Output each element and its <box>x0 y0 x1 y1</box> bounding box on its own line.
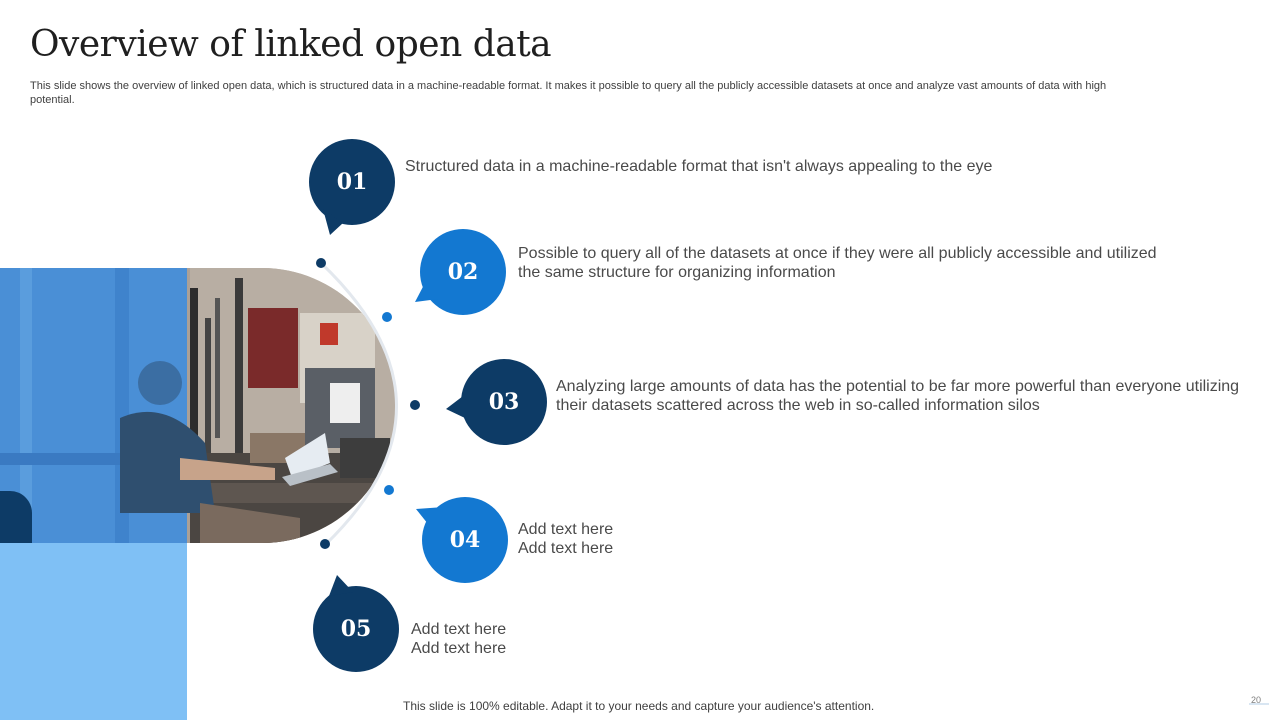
step-bubble-05: 05 <box>313 575 399 672</box>
page-number-underline <box>1249 703 1269 705</box>
step-text-line: Add text here <box>518 540 614 557</box>
slide-subtitle: This slide shows the overview of linked … <box>30 80 1107 106</box>
step-bubble-03: 03 <box>446 359 547 445</box>
speech-bubble-icon <box>415 229 506 315</box>
workshop-photo <box>0 268 400 543</box>
timeline-dot <box>410 400 420 410</box>
step-bubble-02: 02 <box>415 229 506 315</box>
dark-tab-accent <box>0 491 32 543</box>
step-text-05: Add text here Add text here <box>411 620 506 658</box>
step-text-04: Add text here Add text here <box>518 520 613 558</box>
step-text-line: Add text here <box>518 521 614 538</box>
speech-bubble-icon <box>309 139 395 235</box>
step-number: 05 <box>340 616 372 642</box>
step-text-line: Analyzing large amounts of data has the … <box>556 378 1240 395</box>
step-text-02: Possible to query all of the datasets at… <box>518 244 1157 282</box>
speech-bubble-icon <box>313 575 399 672</box>
step-bubble-01: 01 <box>309 139 395 235</box>
speech-bubble-icon <box>446 359 547 445</box>
step-number: 01 <box>336 169 368 195</box>
step-text-line: the same structure for organizing inform… <box>518 264 836 281</box>
step-text-line: Structured data in a machine-readable fo… <box>405 158 993 175</box>
page-number: 20 <box>1251 695 1262 705</box>
slide-footer: This slide is 100% editable. Adapt it to… <box>403 699 875 713</box>
timeline-dot <box>384 485 394 495</box>
step-text-line: Possible to query all of the datasets at… <box>518 245 1157 262</box>
step-number: 02 <box>447 259 479 285</box>
step-number: 04 <box>449 527 481 553</box>
step-text-line: Add text here <box>411 640 507 657</box>
step-text-03: Analyzing large amounts of data has the … <box>556 377 1239 415</box>
step-text-line: their datasets scattered across the web … <box>556 397 1040 414</box>
timeline-dot <box>316 258 326 268</box>
slide-title: Overview of linked open data <box>30 24 552 65</box>
step-number: 03 <box>488 389 520 415</box>
timeline-dot <box>382 312 392 322</box>
speech-bubble-icon <box>416 497 508 583</box>
step-text-01: Structured data in a machine-readable fo… <box>405 157 992 176</box>
timeline-dot <box>320 539 330 549</box>
step-bubble-04: 04 <box>416 497 508 583</box>
step-text-line: Add text here <box>411 621 507 638</box>
